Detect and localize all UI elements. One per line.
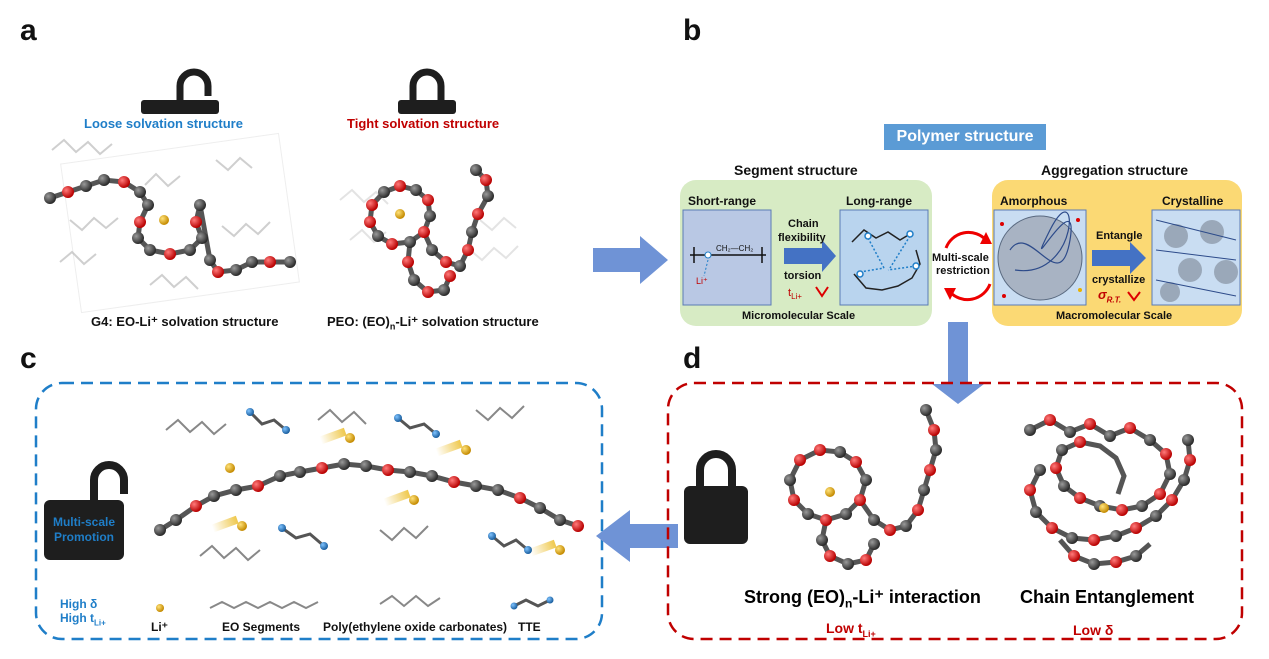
low-t-li-label: Low tLi+ (826, 620, 876, 639)
tight-solvation-title: Tight solvation structure (347, 116, 500, 131)
panel-letter-b: b (683, 14, 702, 47)
panel-letter-d: d (683, 342, 702, 375)
crystalline-drawing (1155, 219, 1238, 302)
strong-interaction-label: Strong (EO)n-Li⁺ interaction (744, 587, 981, 611)
segment-structure-title: Segment structure (734, 162, 858, 178)
amorphous-drawing (997, 211, 1083, 301)
entangle-arrow (1092, 242, 1146, 274)
crystallize-label: crystallize (1092, 274, 1146, 286)
chain-entanglement-label: Chain Entanglement (1020, 587, 1195, 607)
unlocked-padlock-icon (44, 461, 128, 560)
segment-formula: CH₂—CH₂ (716, 244, 754, 253)
legend-li-icon (156, 604, 164, 612)
short-range-chain (690, 247, 766, 277)
high-delta-label: High δ (60, 597, 98, 611)
panel-c-eo-segment (154, 458, 584, 536)
g4-solvent-chains (51, 138, 271, 290)
high-t-li-label: High tLi+ (60, 611, 106, 628)
g4-molecule (44, 174, 296, 278)
macromolecular-scale-label: Macromolecular Scale (1056, 310, 1173, 322)
multi-scale-label: Multi-scale (932, 252, 989, 264)
panel-c-li-ions (211, 427, 565, 557)
t-li-label: tLi+ (788, 287, 802, 302)
sigma-rt-label: σR.T. (1098, 287, 1122, 305)
g4-background-box (60, 132, 300, 314)
arrow-b-to-d (932, 322, 984, 404)
chain-flexibility-arrow (784, 240, 836, 272)
low-delta-label: Low δ (1073, 622, 1114, 638)
flexibility-label: flexibility (778, 232, 826, 244)
sigma-down-arrow (1127, 291, 1141, 302)
legend-tte-label: TTE (518, 620, 541, 634)
panel-d-dashed-frame (666, 381, 1244, 641)
polymer-structure-title-bg (884, 124, 1046, 150)
panel-c-small-molecules (165, 405, 525, 562)
amorphous-label: Amorphous (1000, 194, 1068, 208)
restriction-label: restriction (936, 265, 990, 277)
unlocked-padlock-icon (141, 68, 219, 114)
short-range-li-label: Li⁺ (696, 276, 708, 286)
legend-li-label: Li⁺ (151, 620, 168, 634)
long-range-polymer (851, 229, 921, 291)
short-range-label: Short-range (688, 194, 757, 208)
peo-molecule (364, 164, 494, 298)
long-range-label: Long-range (846, 194, 912, 208)
legend-poly-label: Poly(ethylene oxide carbonates) (323, 620, 508, 634)
crystalline-label: Crystalline (1162, 194, 1224, 208)
chain-label: Chain (788, 218, 819, 230)
legend-eo-icon (209, 600, 319, 610)
panel-letter-c: c (20, 342, 37, 375)
legend-poly-icon (379, 594, 441, 608)
t-li-down-arrow (815, 286, 829, 298)
panel-letter-a: a (20, 14, 37, 47)
peo-caption: PEO: (EO)n-Li⁺ solvation structure (327, 314, 539, 332)
multi-scale-restriction-icon (944, 230, 992, 302)
panel-d-strong-interaction-molecule (784, 404, 942, 570)
panel-c-dashed-frame (34, 381, 604, 641)
short-range-box (682, 209, 772, 306)
entangle-label: Entangle (1096, 230, 1143, 242)
panel-c-tte-molecules (246, 408, 532, 554)
legend-eo-label: EO Segments (222, 620, 301, 634)
arrow-a-to-b (593, 236, 668, 284)
arrow-d-to-c (596, 510, 678, 562)
torsion-label: torsion (784, 270, 822, 282)
polymer-structure-title: Polymer structure (896, 128, 1034, 145)
locked-padlock-icon (398, 68, 456, 114)
aggregation-structure-title: Aggregation structure (1041, 162, 1189, 178)
legend-tte-icon (510, 596, 554, 610)
locked-padlock-icon (684, 450, 748, 544)
g4-caption: G4: EO-Li⁺ solvation structure (91, 314, 279, 329)
long-range-box (839, 209, 929, 306)
micromolecular-scale-label: Micromolecular Scale (742, 310, 856, 322)
panel-d-chain-entanglement-molecule (1024, 414, 1196, 570)
loose-solvation-title: Loose solvation structure (84, 116, 243, 131)
